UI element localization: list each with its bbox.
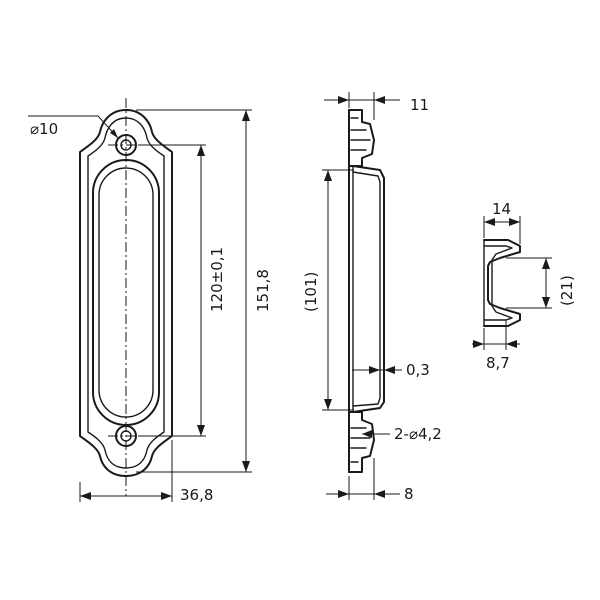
wall-thickness-arrow-left: [369, 366, 380, 374]
diameter-leader-arrow: [110, 129, 118, 138]
side-bottom-flange-detail: [350, 427, 371, 463]
side-top-flange-detail: [350, 117, 371, 151]
section-profile-inner: [483, 245, 513, 321]
section-width-arrow-left: [484, 218, 495, 226]
section-width-arrow-right: [509, 218, 520, 226]
hole-spacing-arrow-bottom: [197, 425, 205, 436]
width-arrow-left: [80, 492, 91, 500]
width-label: 36,8: [180, 486, 213, 504]
side-top-flange: [348, 109, 375, 167]
overall-length-arrow-top: [242, 110, 250, 121]
hole-diameter-label: ⌀10: [30, 120, 58, 138]
hole-spacing-label: 120±0,1: [208, 247, 226, 312]
front-view: ⌀10 120±0,1 151,8 36,8: [28, 98, 272, 504]
section-view: 14 (21) 8,7: [472, 200, 576, 372]
side-bottom-flange: [348, 411, 375, 473]
hole-spacing-arrow-top: [197, 145, 205, 156]
section-height-label: (21): [558, 275, 576, 306]
side-recess-body: [352, 165, 385, 413]
section-height-arrow-top: [542, 258, 550, 269]
flange-depth-arrow-left: [338, 490, 349, 498]
side-view: 11 (101) 0,3 2-⌀4,2 8: [302, 92, 442, 503]
overall-length-arrow-bottom: [242, 461, 250, 472]
depth-11-arrow-left: [338, 96, 349, 104]
flange-depth-arrow-right: [374, 490, 385, 498]
recess-depth-top-label: 11: [410, 96, 429, 114]
section-inner-width-arrow-right: [506, 340, 517, 348]
side-recess-body-inner: [352, 171, 381, 407]
section-inner-width-arrow-left: [473, 340, 484, 348]
wall-thickness-arrow-right: [384, 366, 395, 374]
recess-length-arrow-top: [324, 170, 332, 181]
section-inner-width-label: 8,7: [486, 354, 510, 372]
section-profile-outer: [483, 239, 521, 327]
diameter-leader: [28, 115, 119, 139]
screw-holes-leader-arrow: [362, 430, 372, 438]
width-arrow-right: [161, 492, 172, 500]
flange-depth-label: 8: [404, 485, 414, 503]
wall-thickness-label: 0,3: [406, 361, 430, 379]
screw-holes-label: 2-⌀4,2: [394, 425, 442, 443]
recess-length-arrow-bottom: [324, 399, 332, 410]
section-height-arrow-bottom: [542, 297, 550, 308]
recess-length-label: (101): [302, 272, 320, 312]
section-width-label: 14: [492, 200, 511, 218]
depth-11-arrow-right: [374, 96, 385, 104]
overall-length-label: 151,8: [254, 269, 272, 312]
